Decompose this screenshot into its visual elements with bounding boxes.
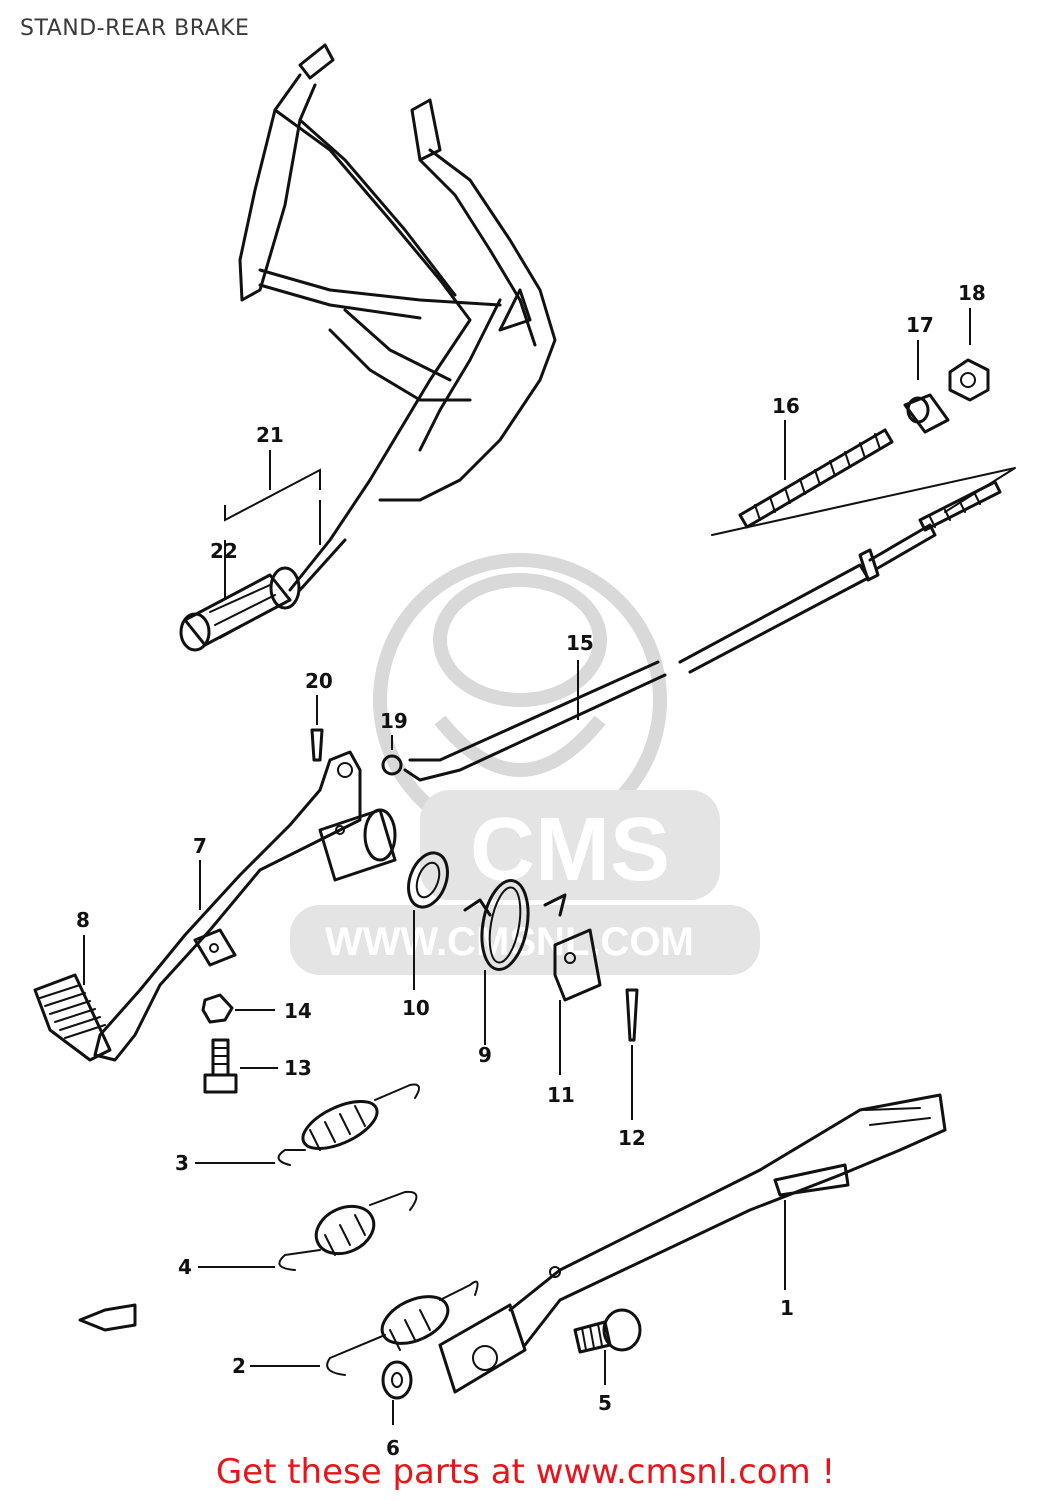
callout-15: 15 [566, 631, 594, 655]
part-spring-3 [195, 1083, 420, 1166]
callout-10: 10 [402, 996, 430, 1020]
footer-link[interactable]: Get these parts at www.cmsnl.com ! [215, 1452, 836, 1492]
callout-17: 17 [906, 313, 934, 337]
dashed-leader-16 [711, 467, 1016, 536]
callout-2: 2 [232, 1354, 246, 1378]
callout-3: 3 [175, 1151, 189, 1175]
callout-20: 20 [305, 669, 333, 693]
part-side-stand-1 [438, 1093, 947, 1394]
watermark-url: WWW.CMSNL.COM [325, 920, 694, 964]
callout-6: 6 [386, 1436, 400, 1460]
callout-16: 16 [772, 394, 800, 418]
page-title: STAND-REAR BRAKE [20, 16, 250, 41]
callout-5: 5 [598, 1391, 612, 1415]
callout-12: 12 [618, 1126, 646, 1150]
part-bolt-5 [573, 1308, 642, 1385]
callout-7: 7 [193, 834, 207, 858]
callout-11: 11 [547, 1083, 575, 1107]
callout-13: 13 [284, 1056, 312, 1080]
part-spring-2 [250, 1280, 479, 1376]
part-spring-4 [198, 1190, 418, 1271]
part-brake-pedal-7 [93, 750, 397, 1062]
forward-arrow-icon [78, 1303, 137, 1332]
watermark-logo: CMS WWW.CMSNL.COM [290, 553, 760, 975]
callout-19: 19 [380, 709, 408, 733]
callout-4: 4 [178, 1255, 192, 1279]
part-grip [179, 566, 301, 652]
part-brake-rod-15 [403, 480, 1002, 782]
callout-21: 21 [256, 423, 284, 447]
part-pedal-rubber-8 [33, 935, 112, 1062]
part-spring-16 [738, 420, 894, 529]
part-nut-18 [948, 308, 990, 402]
part-cotter-pin-20 [310, 695, 324, 762]
part-handle-frame [238, 43, 557, 592]
callout-8: 8 [76, 908, 90, 932]
part-plate-11 [553, 928, 602, 1075]
part-pin-12 [625, 988, 639, 1120]
part-return-spring-9 [463, 879, 567, 1045]
part-nut-14 [201, 993, 275, 1024]
part-washer-19 [381, 735, 403, 776]
part-bolt-13 [203, 1038, 278, 1094]
part-washer-10 [407, 851, 449, 990]
part-joint-17 [903, 340, 950, 434]
callout-22: 22 [210, 539, 238, 563]
callout-18: 18 [958, 281, 986, 305]
part-washer-6 [381, 1360, 413, 1425]
callout-21-22-bracket [224, 450, 321, 600]
callout-14: 14 [284, 999, 312, 1023]
callout-9: 9 [478, 1043, 492, 1067]
callout-1: 1 [780, 1296, 794, 1320]
